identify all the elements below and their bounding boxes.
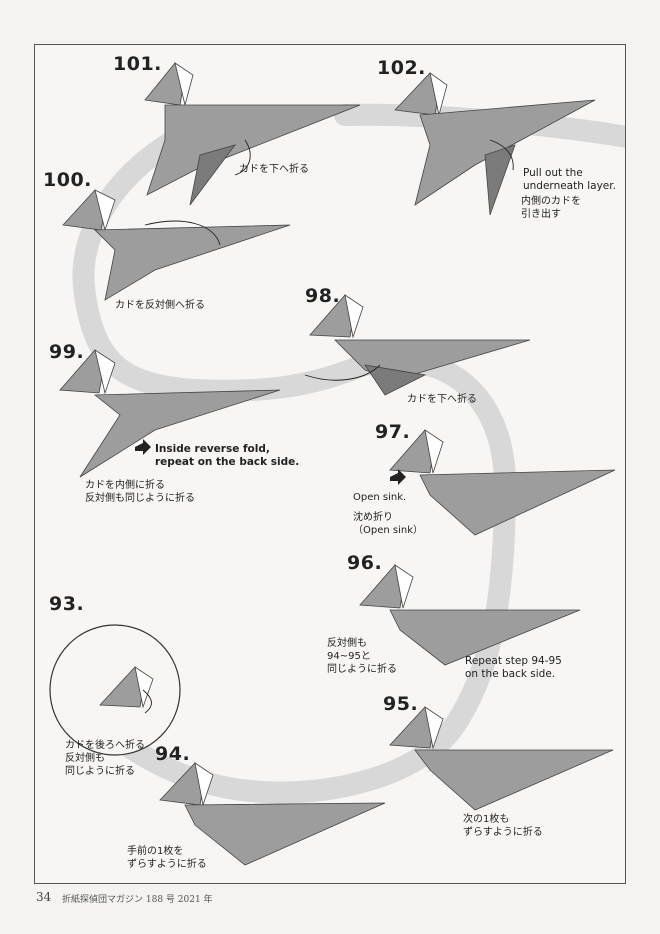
fig-94 <box>159 762 386 866</box>
step97-label-en: Open sink. <box>353 492 407 503</box>
step99-label-ja: カドを内側に折る 反対側も同じように折る <box>85 480 195 504</box>
step-number-100: 100. <box>43 169 92 191</box>
fold-arrow-102 <box>489 139 514 171</box>
fig-99 <box>59 349 281 478</box>
step-number-101: 101. <box>113 53 162 75</box>
step-number-96: 96. <box>347 552 383 574</box>
step-number-102: 102. <box>377 57 426 79</box>
fold-arrow-93 <box>142 689 152 714</box>
step100-label-ja: カドを反対側へ折る <box>115 300 205 311</box>
fig-96 <box>359 564 581 666</box>
page-frame: 101. 102. 100. 98. 99. 97. 96. 93. 95. 9… <box>34 44 626 884</box>
step96-label-ja: 反対側も 94~95と 同じように折る <box>327 638 397 675</box>
step-number-93: 93. <box>49 593 85 615</box>
step-number-99: 99. <box>49 341 85 363</box>
page-number: 34 <box>36 890 52 904</box>
fold-arrow-98 <box>304 364 381 381</box>
fig-97 <box>389 429 616 536</box>
fold-arrow-100 <box>144 220 221 246</box>
step101-label-ja: カドを下へ折る <box>239 164 309 175</box>
step94-label-ja: 手前の1枚を ずらすように折る <box>127 846 207 870</box>
step95-label-ja: 次の1枚も ずらすように折る <box>463 814 543 838</box>
fig-100 <box>62 189 291 301</box>
push-arrow-97 <box>390 469 406 485</box>
step96-label-en: Repeat step 94-95 on the back side. <box>465 655 562 680</box>
fig-95 <box>389 706 614 811</box>
step-number-94: 94. <box>155 743 191 765</box>
step-number-97: 97. <box>375 421 411 443</box>
step-number-95: 95. <box>383 693 419 715</box>
step99-label-en: Inside reverse fold, repeat on the back … <box>155 443 300 468</box>
step97-label-ja: 沈め折り （Open sink） <box>353 512 424 536</box>
fold-arrow-101 <box>234 139 251 176</box>
fig-98 <box>309 294 531 396</box>
step93-label-ja: カドを後ろへ折る 反対側も 同じように折る <box>65 740 145 777</box>
fig-101 <box>144 62 361 206</box>
diagram-art <box>49 62 625 866</box>
step-number-98: 98. <box>305 285 341 307</box>
step102-label-ja: 内側のカドを 引き出す <box>521 196 581 220</box>
step102-label-en: Pull out the underneath layer. <box>523 167 616 192</box>
step98-label-ja: カドを下へ折る <box>407 394 477 405</box>
magazine-footer: 折紙探偵団マガジン 188 号 2021 年 <box>62 895 213 905</box>
fig-93 <box>99 666 154 709</box>
fig-102 <box>394 72 596 216</box>
push-arrow-99 <box>135 439 151 455</box>
